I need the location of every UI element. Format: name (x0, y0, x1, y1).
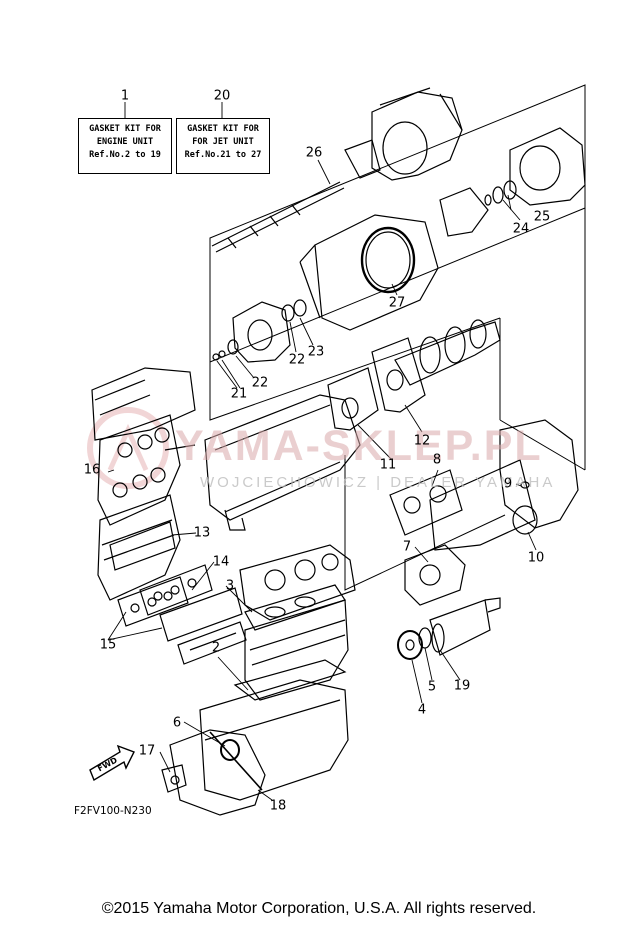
pump-housing (344, 87, 463, 181)
callout-16: 16 (83, 462, 101, 478)
callout-9: 9 (503, 476, 513, 492)
callout-24: 24 (512, 221, 530, 237)
callout-8: 8 (432, 452, 442, 468)
gasket-14 (139, 564, 213, 616)
carburetor-group (97, 414, 196, 526)
watermark-subtext: WOJCIECHOWICZ | DEALER YAMAHA (200, 474, 556, 491)
reed-valve-assembly (97, 494, 181, 601)
kit-jet-line-1: GASKET KIT FOR (187, 124, 259, 134)
callout-2: 2 (211, 640, 221, 656)
gasket-8 (389, 469, 463, 536)
leader-lines (107, 102, 537, 801)
exhaust-chamber (429, 419, 579, 551)
kit-engine-line-1: GASKET KIT FOR (89, 124, 161, 134)
callout-25: 25 (533, 209, 551, 225)
jet-unit-frame-right (499, 208, 586, 471)
head-gasket-3 (244, 584, 346, 631)
kit-jet-line-3: Ref.No.21 to 27 (184, 150, 262, 160)
bearing-housing (212, 299, 307, 363)
starter-part-17 (161, 764, 187, 793)
callout-7: 7 (402, 539, 412, 555)
crankcase (199, 679, 349, 801)
callout-22-lower: 22 (251, 375, 269, 391)
callout-11: 11 (379, 457, 397, 473)
callout-12: 12 (413, 433, 431, 449)
kit-engine-line-3: Ref.No.2 to 19 (89, 150, 161, 160)
seal-24-25 (484, 180, 517, 206)
forward-arrow-icon (89, 744, 135, 782)
callout-4: 4 (417, 702, 427, 718)
gasket-15 (117, 576, 243, 642)
callout-10: 10 (527, 550, 545, 566)
crankshaft (394, 319, 501, 386)
copyright-notice: ©2015 Yamaha Motor Corporation, U.S.A. A… (101, 900, 537, 917)
exhaust-gasket-12 (371, 337, 426, 413)
callout-5: 5 (427, 679, 437, 695)
exhaust-manifold (204, 394, 361, 531)
cylinder-block (244, 599, 349, 701)
coupler-assembly (397, 597, 501, 660)
kit-ref-engine: 1 (120, 88, 130, 104)
kit-box-engine: GASKET KIT FOR ENGINE UNIT Ref.No.2 to 1… (78, 118, 172, 174)
callout-22-upper: 22 (288, 352, 306, 368)
kit-box-jet: GASKET KIT FOR FOR JET UNIT Ref.No.21 to… (176, 118, 270, 174)
water-box-7 (404, 544, 466, 606)
callout-27: 27 (388, 295, 406, 311)
callout-14: 14 (212, 554, 230, 570)
kit-ref-jet: 20 (213, 88, 231, 104)
intake-housing (299, 214, 439, 331)
callout-21: 21 (230, 386, 248, 402)
intake-silencer (91, 367, 196, 441)
flywheel-cover (169, 729, 266, 816)
engine-group-frame (344, 318, 506, 591)
callout-18: 18 (269, 798, 287, 814)
callout-19: 19 (453, 678, 471, 694)
callout-23: 23 (307, 344, 325, 360)
callout-17: 17 (138, 743, 156, 759)
callout-26: 26 (305, 145, 323, 161)
watermark-logo (87, 407, 169, 489)
watermark-text: YAMA-SKLEP.PL (175, 422, 543, 470)
nozzle-assembly (439, 127, 586, 237)
drive-shaft (211, 181, 345, 253)
callout-3: 3 (225, 578, 235, 594)
callout-13: 13 (193, 525, 211, 541)
callout-15: 15 (99, 637, 117, 653)
gasket-13 (109, 521, 176, 571)
kit-jet-line-2: FOR JET UNIT (192, 137, 254, 147)
diagram-code: F2FV100-N230 (74, 805, 152, 817)
kit-engine-line-2: ENGINE UNIT (96, 137, 154, 147)
exhaust-gasket-11 (327, 367, 379, 431)
reed-block (177, 621, 247, 665)
callout-6: 6 (172, 715, 182, 731)
